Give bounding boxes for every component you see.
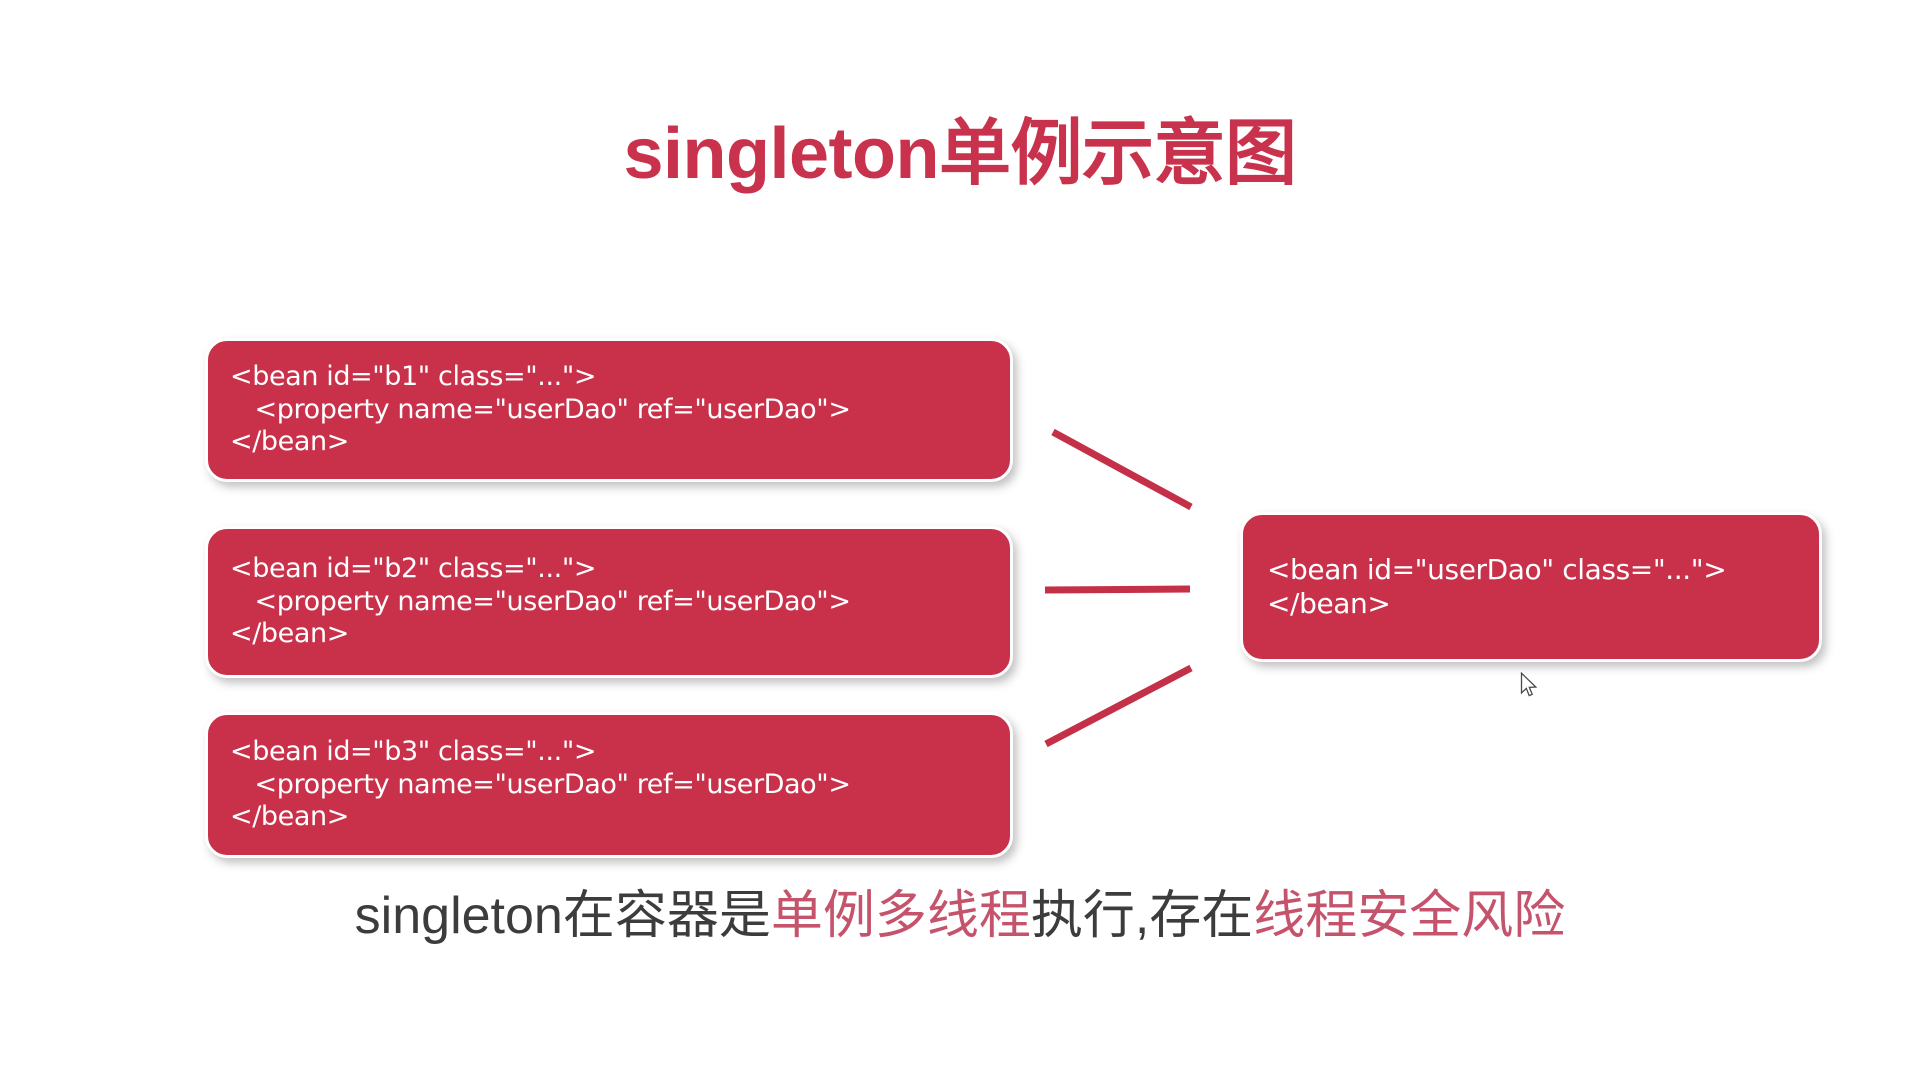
caption-segment-2-highlight: 单例多线程 bbox=[770, 887, 1031, 945]
bean-box-userdao-line-2: </bean> bbox=[1267, 587, 1391, 620]
bean-box-b1-line-1: <bean id="b1" class="..."> bbox=[230, 360, 597, 392]
bean-box-b3[interactable]: <bean id="b3" class="..."> <property nam… bbox=[205, 712, 1013, 858]
caption-segment-3: 执行,存在 bbox=[1030, 887, 1254, 945]
bean-box-b3-line-3: </bean> bbox=[230, 801, 349, 833]
bean-box-userdao[interactable]: <bean id="userDao" class="..."> </bean> bbox=[1240, 512, 1822, 662]
page-title: singleton单例示意图 bbox=[623, 114, 1298, 194]
caption-segment-1: singleton在容器是 bbox=[354, 887, 771, 945]
mouse-cursor-icon bbox=[1520, 672, 1538, 697]
connector-b2-to-userdao bbox=[1044, 585, 1191, 594]
bean-box-b1-line-2: <property name="userDao" ref="userDao"> bbox=[230, 393, 851, 425]
bean-box-userdao-line-1: <bean id="userDao" class="..."> bbox=[1267, 552, 1727, 586]
bean-box-b2[interactable]: <bean id="b2" class="..."> <property nam… bbox=[205, 526, 1013, 678]
caption-segment-4-highlight: 线程安全风险 bbox=[1253, 887, 1566, 945]
connector-b3-to-userdao bbox=[1044, 664, 1193, 748]
bean-box-b1-line-3: </bean> bbox=[230, 426, 349, 458]
bean-box-b3-line-2: <property name="userDao" ref="userDao"> bbox=[230, 768, 851, 800]
bean-box-b3-line-1: <bean id="b3" class="..."> bbox=[230, 735, 597, 767]
bean-box-b2-line-1: <bean id="b2" class="..."> bbox=[230, 552, 597, 584]
caption-text: singleton在容器是单例多线程执行,存在线程安全风险 bbox=[0, 887, 1920, 945]
connector-b1-to-userdao bbox=[1051, 428, 1193, 511]
bean-box-b2-line-3: </bean> bbox=[230, 618, 349, 650]
bean-box-b2-line-2: <property name="userDao" ref="userDao"> bbox=[230, 585, 851, 617]
bean-box-b1[interactable]: <bean id="b1" class="..."> <property nam… bbox=[205, 338, 1013, 482]
